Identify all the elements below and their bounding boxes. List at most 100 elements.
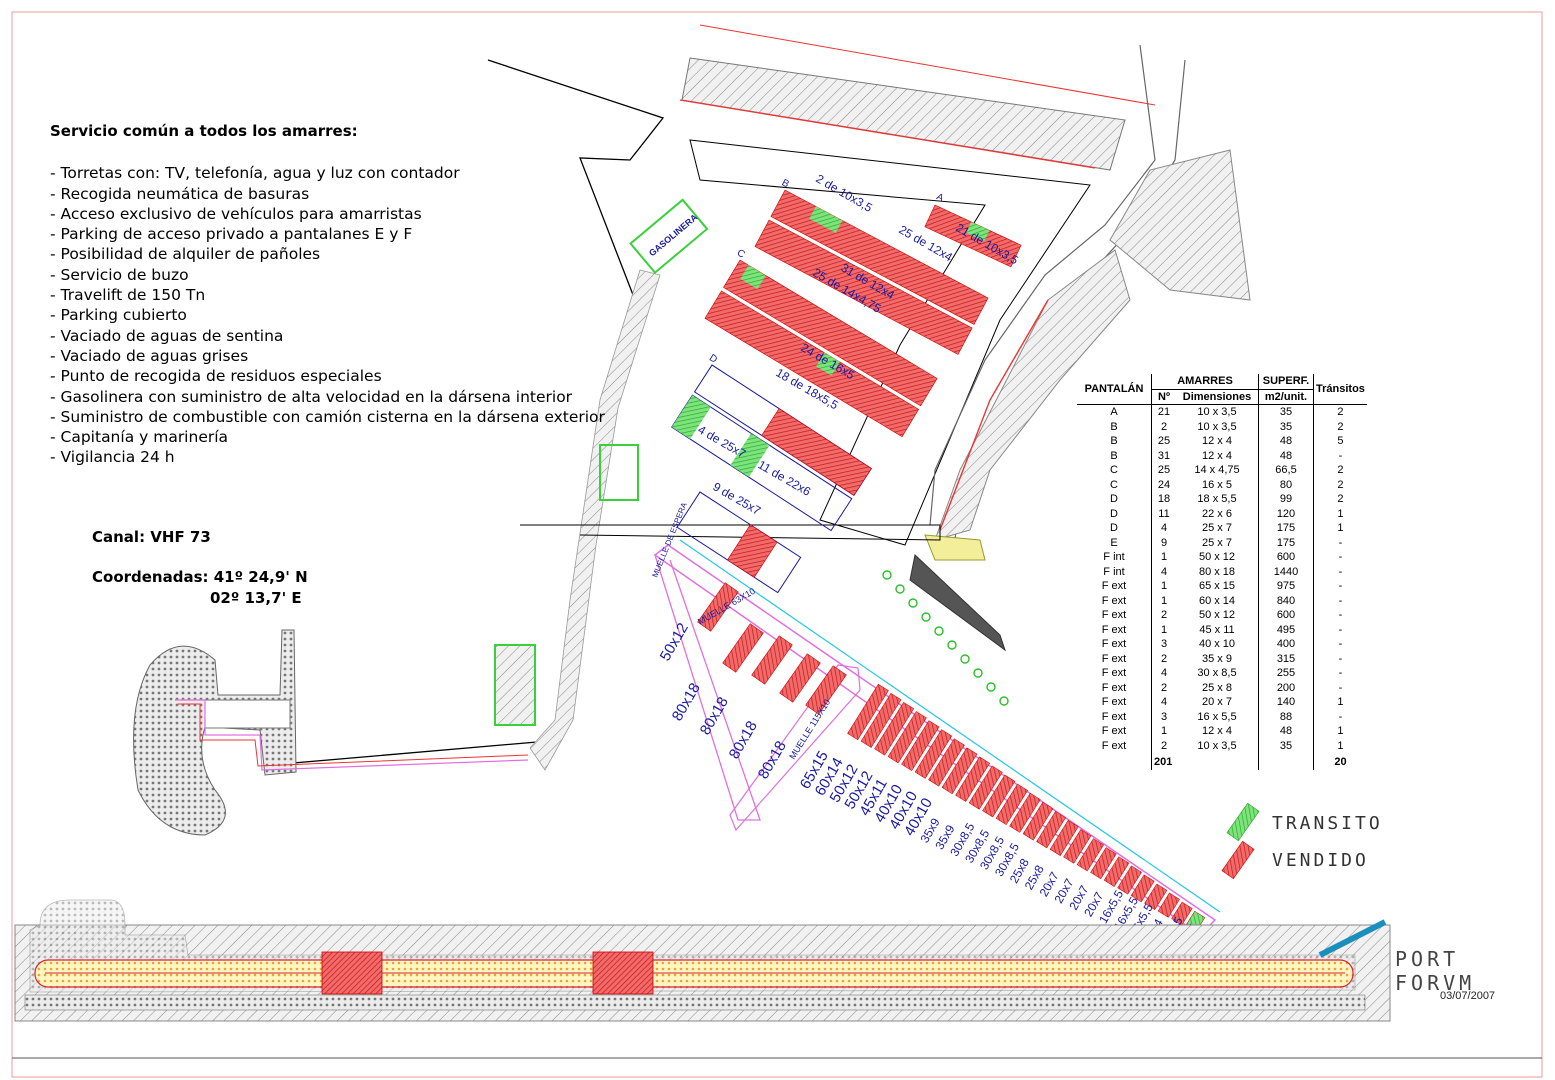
exterior-berth (874, 702, 915, 756)
cell-dim: 16 x 5,5 (1197, 710, 1237, 723)
cell-dim: 50 x 12 (1198, 551, 1236, 564)
cell-m2: 48 (1258, 434, 1314, 449)
exterior-berth (860, 692, 902, 748)
north-quay (681, 57, 1126, 171)
table-row: F ext 3 16 x 5,5 88- (1077, 709, 1367, 724)
cell-m2: 200 (1258, 680, 1314, 695)
cell-dim: 10 x 3,5 (1197, 420, 1237, 433)
cell-num: 3 (1151, 709, 1176, 724)
svg-text:D: D (707, 353, 719, 366)
cell-dim: 16 x 5 (1202, 478, 1232, 491)
cell-num: 1 (1151, 579, 1176, 594)
cell-dim: 25 x 7 (1202, 522, 1232, 535)
cell-transitos: - (1312, 666, 1367, 681)
cell-m2: 840 (1258, 593, 1314, 608)
round-pier-structure (133, 629, 297, 836)
exterior-berth (1130, 874, 1155, 903)
service-item: - Posibilidad de alquiler de pañoles (50, 245, 321, 264)
cell-m2: 35 (1258, 404, 1314, 420)
cell-m2: 255 (1258, 666, 1314, 681)
exterior-berth (1036, 810, 1066, 849)
cell-m2: 88 (1258, 709, 1314, 724)
buoy-icon (973, 668, 983, 678)
cell-transitos: 2 (1312, 463, 1367, 478)
cell-m2: 48 (1258, 724, 1314, 739)
col-transitos: Tránsitos (1312, 374, 1367, 405)
cell-transitos: - (1312, 680, 1367, 695)
cell-pantalan: F ext (1101, 667, 1127, 680)
svg-text:B: B (780, 177, 791, 190)
cell-pantalan: F ext (1101, 652, 1127, 665)
exterior-berth (1117, 865, 1142, 895)
access-road (929, 44, 1156, 526)
cell-num: 4 (1151, 564, 1176, 579)
cell-transitos: 2 (1312, 492, 1367, 507)
cell-pantalan: F ext (1101, 710, 1127, 723)
exterior-berth (914, 729, 953, 779)
cell-transitos: 2 (1312, 419, 1367, 434)
cell-pantalan: F ext (1101, 609, 1127, 622)
cell-transitos: - (1312, 651, 1367, 666)
cell-transitos: 2 (1312, 404, 1367, 420)
cell-dim: 14 x 4,75 (1194, 464, 1240, 477)
cell-pantalan: F ext (1101, 594, 1127, 607)
cell-pantalan: E (1110, 536, 1118, 549)
cell-transitos: - (1312, 593, 1367, 608)
cell-dim: 12 x 4 (1202, 435, 1232, 448)
svg-text:2 de 10x3,5: 2 de 10x3,5 (814, 171, 876, 215)
cell-transitos: 1 (1312, 506, 1367, 521)
col-dimensiones: Dimensiones (1176, 389, 1259, 405)
cell-transitos: 5 (1312, 434, 1367, 449)
buoy-icon (986, 682, 996, 692)
buoy-icon (908, 598, 918, 608)
berth-label: 80x18 (697, 694, 732, 738)
cell-dim: 60 x 14 (1198, 594, 1236, 607)
exterior-berth (1009, 792, 1041, 833)
cell-num: 18 (1151, 492, 1176, 507)
buoys (882, 570, 1009, 706)
cell-dim: 12 x 4 (1202, 449, 1232, 462)
cell-dim: 50 x 12 (1198, 609, 1236, 622)
cell-transitos: - (1312, 709, 1367, 724)
cell-pantalan: B (1110, 420, 1118, 433)
pier-d: D (671, 353, 873, 532)
service-item: - Parking cubierto (50, 306, 187, 325)
service-item: - Acceso exclusivo de vehículos para ama… (50, 204, 422, 223)
cell-num: 24 (1151, 477, 1176, 492)
exterior-berth (901, 720, 940, 772)
cell-m2: 495 (1258, 622, 1314, 637)
cell-transitos: 2 (1312, 477, 1367, 492)
svg-text:C: C (735, 247, 747, 260)
buoy-icon (934, 626, 944, 636)
berth-table: PANTALÁN AMARRES SUPERF. Tránsitos Nº Di… (1077, 374, 1367, 770)
cell-m2: 140 (1258, 695, 1314, 710)
cell-dim: 22 x 6 (1202, 507, 1232, 520)
cell-pantalan: F ext (1101, 638, 1127, 651)
cell-transitos: - (1312, 535, 1367, 550)
exterior-berth (982, 774, 1016, 818)
service-item: - Vaciado de aguas grises (50, 346, 249, 365)
cell-num: 1 (1151, 550, 1176, 565)
cell-m2: 975 (1258, 579, 1314, 594)
cell-num: 25 (1151, 463, 1176, 478)
col-num: Nº (1151, 389, 1176, 405)
total-transitos: 20 (1312, 753, 1367, 770)
col-pantalan: PANTALÁN (1077, 374, 1152, 405)
legend-transit-swatch (1226, 802, 1260, 842)
cell-pantalan: A (1110, 406, 1118, 419)
pier-a: A (924, 191, 1022, 268)
cell-dim: 20 x 7 (1202, 696, 1232, 709)
cell-m2: 99 (1258, 492, 1314, 507)
cell-pantalan: B (1110, 449, 1118, 462)
cell-pantalan: F ext (1101, 725, 1127, 738)
